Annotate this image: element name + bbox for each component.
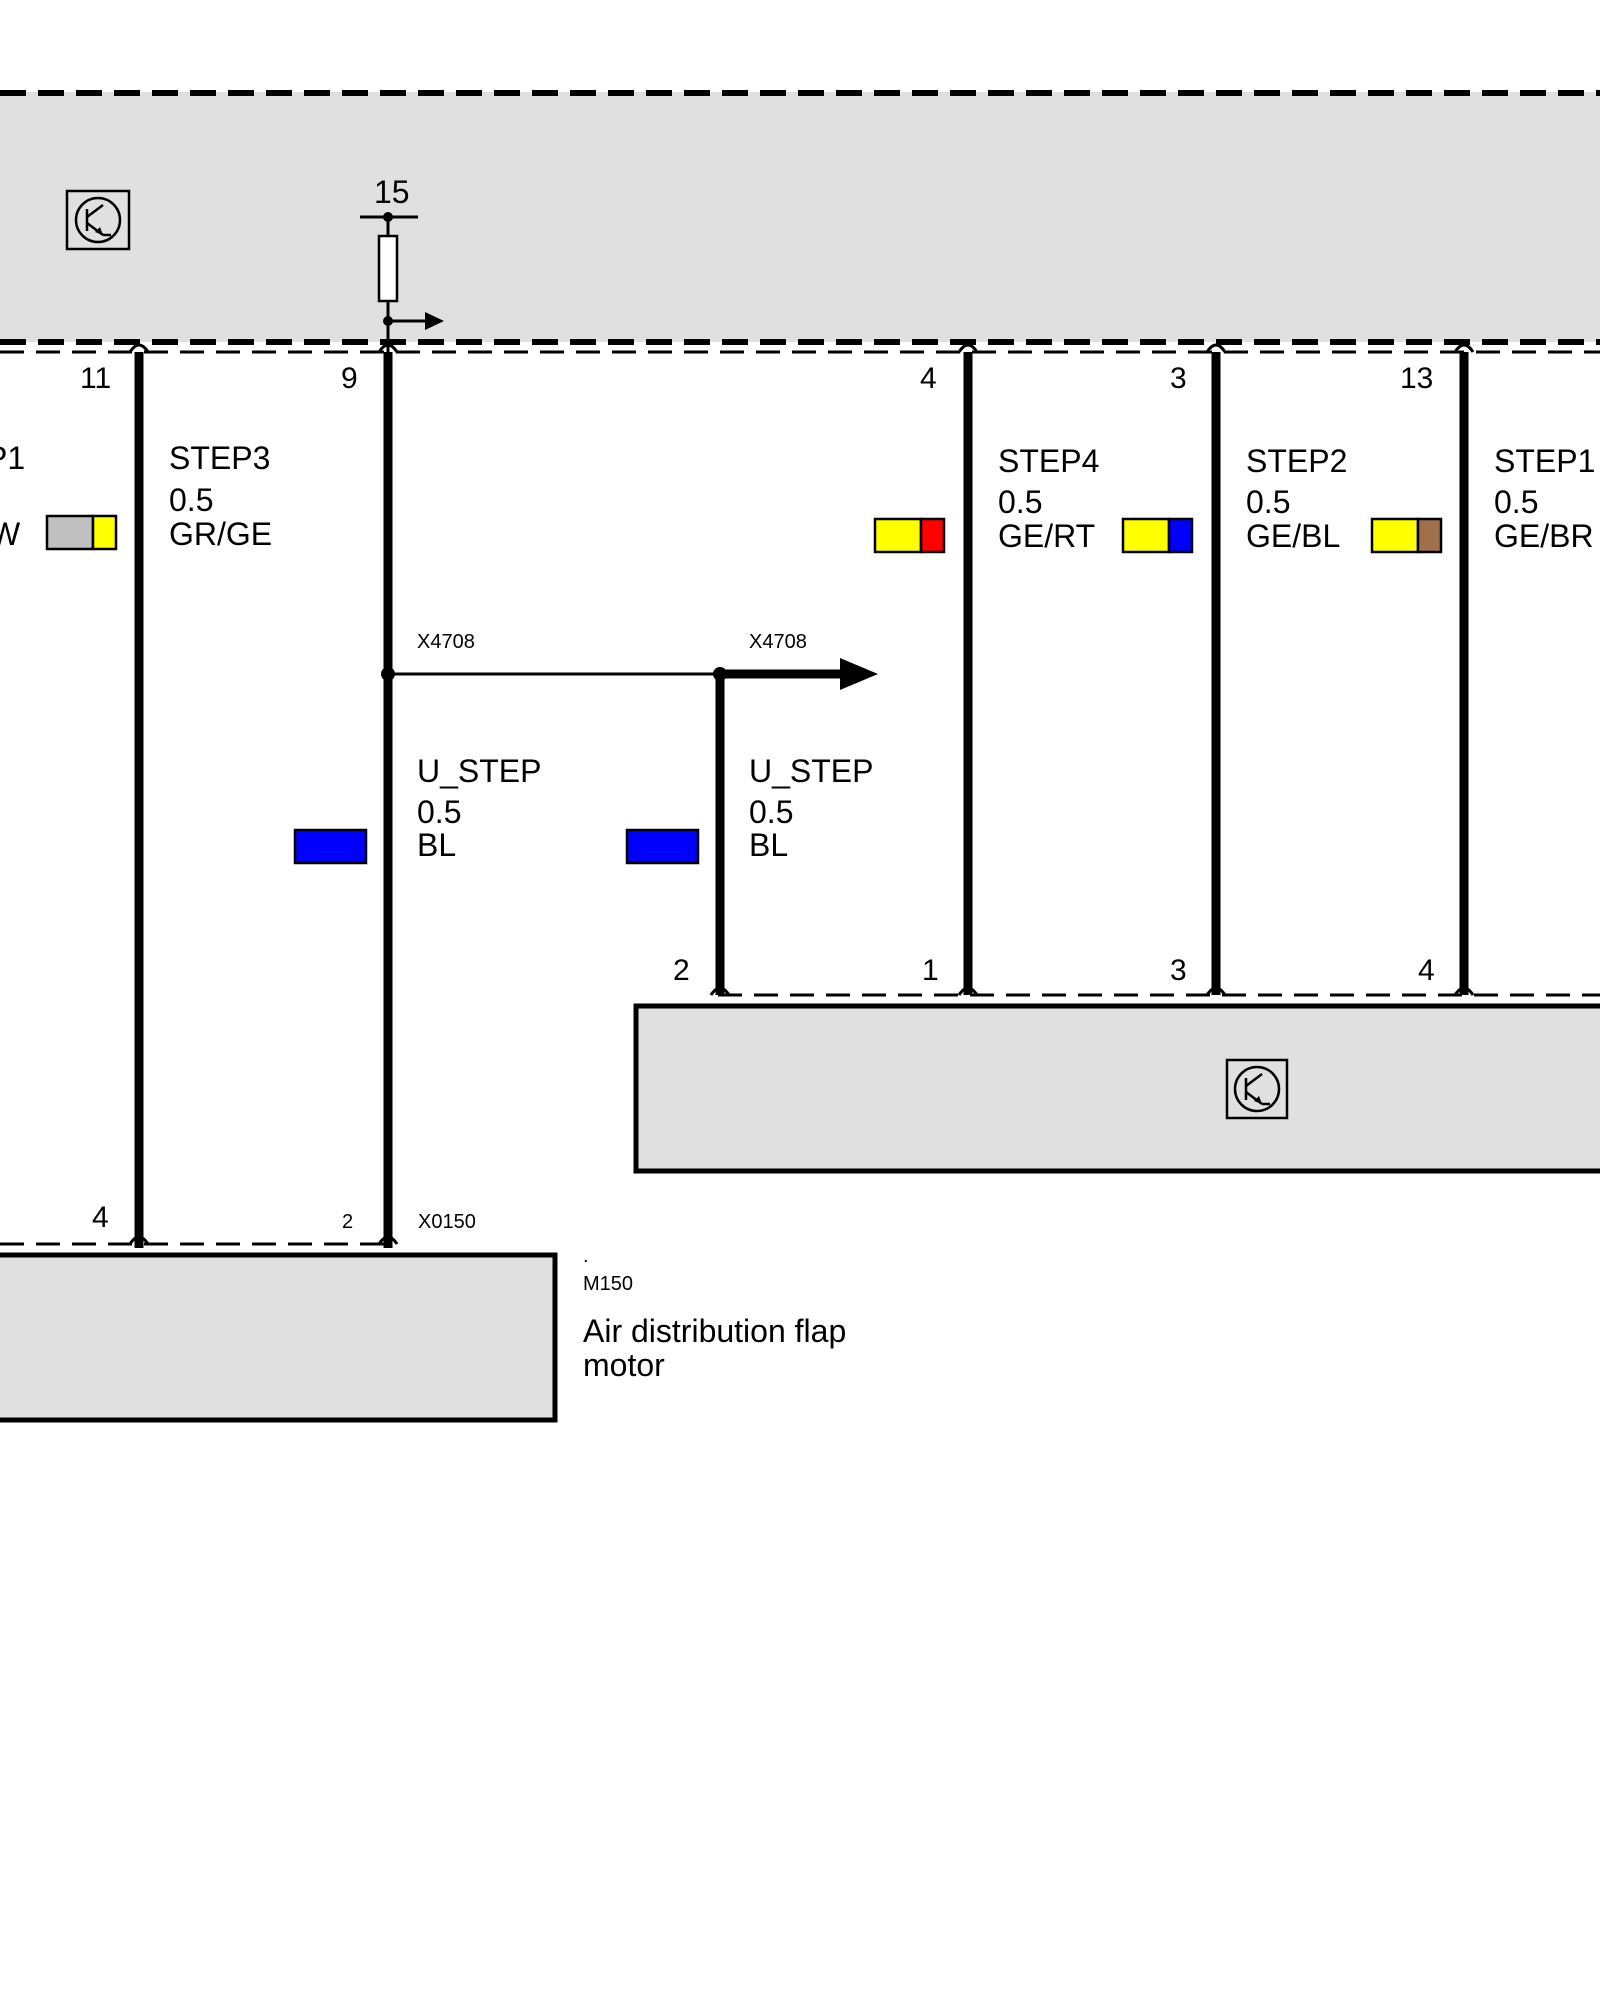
terminal-15-label: 15 xyxy=(374,174,410,210)
pin-top-step2: 3 xyxy=(1170,362,1187,395)
pin-bottom-u-step-right: 2 xyxy=(673,954,690,987)
top-pin-cups xyxy=(128,343,1475,353)
right-motor-module: 2 1 3 4 xyxy=(633,954,1600,1174)
pin-top-step1: 13 xyxy=(1400,362,1433,395)
wire-label-u-step-left-color: BL xyxy=(417,827,456,863)
motor-m150: 4 2 X0150 . M150 Air distribution flap m… xyxy=(0,1201,846,1423)
wire-label-step2-color: GE/BL xyxy=(1246,518,1340,554)
control-unit-housing xyxy=(0,92,1600,342)
wire-color-swatch xyxy=(293,828,368,865)
pin-bottom-u-step-left: 2 xyxy=(342,1211,353,1233)
wire-label-u-step-right-color: BL xyxy=(749,827,788,863)
transistor-icon xyxy=(1225,1058,1289,1120)
splice-x4708-right xyxy=(713,667,727,681)
wire-label-partial-signal: P1 xyxy=(0,440,25,476)
wire-label-step4-signal: STEP4 xyxy=(998,443,1099,479)
wire-label-step2-signal: STEP2 xyxy=(1246,443,1347,479)
wire-label-step2-size: 0.5 xyxy=(1246,484,1290,520)
wire-label-step4-color: GE/RT xyxy=(998,518,1095,554)
component-id-m150: M150 xyxy=(583,1273,633,1295)
pin-bottom-step2: 3 xyxy=(1170,954,1187,987)
pin-bottom-step4: 1 xyxy=(922,954,939,987)
connector-label-x4708-left: X4708 xyxy=(417,631,475,653)
continuation-arrow-icon xyxy=(840,658,878,690)
wire-label-u-step-right-size: 0.5 xyxy=(749,794,793,830)
splice-x4708-left xyxy=(381,667,395,681)
pin-top-step3: 11 xyxy=(80,362,111,395)
pin-top-u-step: 9 xyxy=(341,362,358,395)
component-name-line2: motor xyxy=(583,1347,665,1383)
wire-label-step1-signal: STEP1 xyxy=(1494,443,1595,479)
transistor-icon xyxy=(65,189,131,251)
right-motor-housing xyxy=(633,1003,1600,1174)
m150-housing xyxy=(0,1252,558,1423)
wire-label-step3-color: GR/GE xyxy=(169,516,272,552)
wire-label-step3-signal: STEP3 xyxy=(169,440,270,476)
terminal-15-supply: 15 xyxy=(360,174,444,352)
wire-color-swatch xyxy=(1121,517,1194,554)
wire-label-u-step-left-signal: U_STEP xyxy=(417,753,541,789)
wire-color-swatch xyxy=(1370,517,1443,554)
wire-label-step1-color: GE/BR xyxy=(1494,518,1594,554)
connector-label-x0150: X0150 xyxy=(418,1211,476,1233)
pull-up-resistor xyxy=(377,234,399,303)
component-name-line1: Air distribution flap xyxy=(583,1313,846,1349)
wires xyxy=(134,352,1469,1248)
wire-color-swatch xyxy=(625,828,700,865)
wire-label-step1-size: 0.5 xyxy=(1494,484,1538,520)
pin-bottom-step1: 4 xyxy=(1418,954,1435,987)
wire-color-swatch xyxy=(873,517,946,554)
wire-label-partial-color: W xyxy=(0,516,21,552)
pin-top-step4: 4 xyxy=(920,362,937,395)
m150-dot: . xyxy=(583,1245,589,1267)
wire-label-u-step-right-signal: U_STEP xyxy=(749,753,873,789)
wire-label-step4-size: 0.5 xyxy=(998,484,1042,520)
wire-label-u-step-left-size: 0.5 xyxy=(417,794,461,830)
pin-bottom-step3: 4 xyxy=(92,1201,109,1234)
wire-color-swatch xyxy=(45,514,118,551)
control-unit: 15 xyxy=(0,90,1600,354)
wire-label-step3-size: 0.5 xyxy=(169,482,213,518)
connector-label-x4708-right: X4708 xyxy=(749,631,807,653)
output-arrow-icon xyxy=(425,312,444,330)
